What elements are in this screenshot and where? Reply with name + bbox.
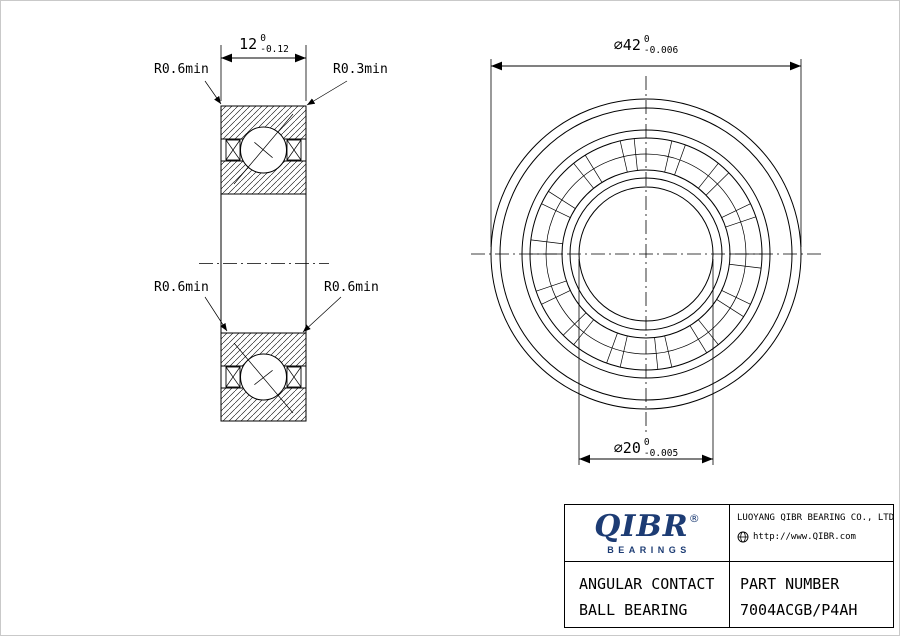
radius-callout-mid-left: R0.6min — [154, 280, 209, 295]
radius-callout-top-right: R0.3min — [333, 62, 388, 77]
width-tolerance: 0 -0.12 — [260, 33, 289, 55]
part-number-label: PART NUMBER — [740, 575, 840, 593]
product-type-line2: BALL BEARING — [579, 601, 688, 620]
radius-callout-top-left: R0.6min — [154, 62, 209, 77]
bearing-front-view — [471, 76, 823, 436]
logo-subtext: BEARINGS — [607, 544, 691, 555]
globe-icon — [737, 531, 749, 543]
bore-diameter-tolerance: 0 -0.005 — [643, 437, 679, 459]
company-name: LUOYANG QIBR BEARING CO., LTD — [737, 513, 893, 523]
dimension-lines — [220, 45, 802, 465]
website-row: http://www.QIBR.com — [737, 531, 893, 543]
logo-wordmark: QIBR — [594, 508, 689, 544]
title-block: QIBR® BEARINGS LUOYANG QIBR BEARING CO.,… — [564, 504, 894, 628]
bore-diameter-dimension: ⌀20 0 -0.005 — [586, 437, 706, 460]
company-cell: LUOYANG QIBR BEARING CO., LTD http://www… — [730, 505, 893, 562]
bearing-cross-section — [199, 105, 329, 422]
radius-callout-mid-right: R0.6min — [324, 280, 379, 295]
part-number-value: 7004ACGB/P4AH — [740, 601, 858, 620]
outer-diameter-tolerance: 0 -0.006 — [643, 34, 679, 56]
width-value: 12 — [239, 35, 258, 54]
radius-leader-lines — [204, 80, 348, 333]
brand-logo: QIBR® — [594, 508, 700, 544]
outer-diameter-value: ⌀42 — [613, 36, 641, 55]
product-type-line1: ANGULAR CONTACT — [579, 575, 715, 593]
logo-cell: QIBR® BEARINGS — [565, 505, 730, 562]
outer-diameter-dimension: ⌀42 0 -0.006 — [586, 34, 706, 57]
ball-bottom — [240, 353, 287, 401]
product-type-cell: ANGULAR CONTACT BALL BEARING — [565, 562, 730, 627]
website-url: http://www.QIBR.com — [753, 532, 856, 542]
registered-trademark-mark: ® — [688, 511, 700, 525]
width-dimension: 12 0 -0.12 — [216, 33, 312, 56]
part-number-cell: PART NUMBER 7004ACGB/P4AH — [730, 562, 893, 627]
bore-diameter-value: ⌀20 — [613, 439, 641, 458]
